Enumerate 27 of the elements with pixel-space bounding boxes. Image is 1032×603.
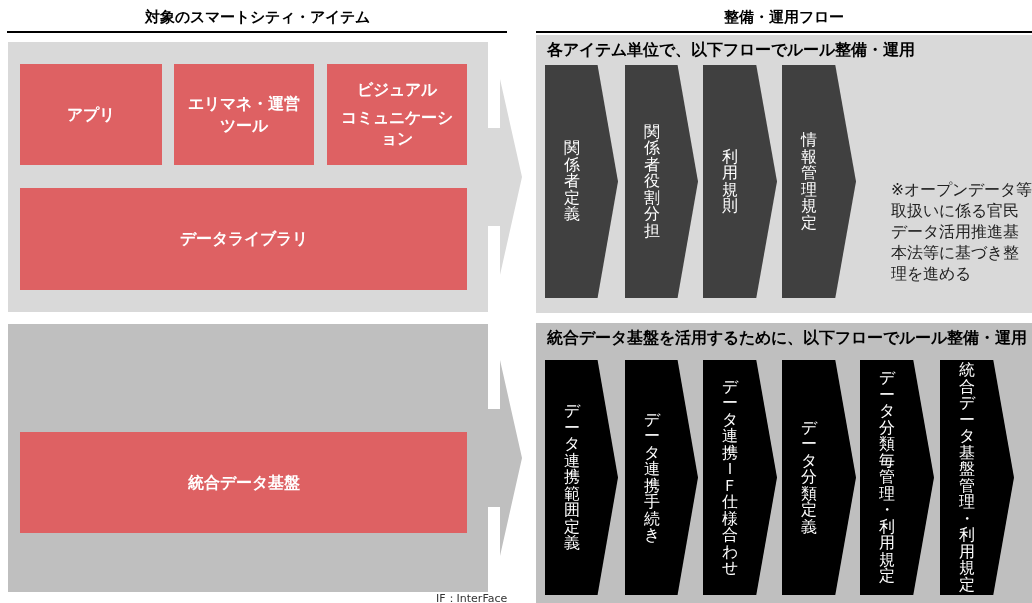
chevron-step: 利用規則	[703, 65, 777, 298]
chevron-step: データ連携ＩＦ仕様合わせ	[703, 360, 777, 595]
chevron-step: 統合データ基盤管理・利用規定	[940, 360, 1014, 595]
chevron-step: 関係者定義	[545, 65, 618, 298]
chevron-step: データ分類毎管理・利用規定	[860, 360, 934, 595]
footnote: IF：InterFace	[436, 591, 508, 603]
chevron-step: 情報管理規定	[782, 65, 856, 298]
panel-heading: 各アイテム単位で、以下フローでルール整備・運用	[547, 40, 915, 61]
panel	[8, 324, 488, 592]
section-heading: 対象のスマートシティ・アイテム	[143, 8, 371, 27]
panel	[8, 42, 488, 312]
panel	[536, 35, 1032, 313]
chevron-step: データ連携範囲定義	[545, 360, 618, 595]
chevron-step: 関係者役割分担	[625, 65, 698, 298]
item-box: 統合データ基盤	[20, 432, 467, 533]
item-box: アプリ	[20, 64, 162, 165]
item-box: ビジュアル コミュニケーション	[327, 64, 467, 165]
item-box: データライブラリ	[20, 188, 467, 290]
note-text: ※オープンデータ等取扱いに係る官民データ活用推進基本法等に基づき整理を進める	[891, 180, 1032, 285]
chevron-step: データ連携手続き	[625, 360, 698, 595]
section-heading: 整備・運用フロー	[723, 8, 845, 27]
block-arrow	[488, 79, 522, 275]
chevron-step: データ分類定義	[782, 360, 856, 595]
panel-heading: 統合データ基盤を活用するために、以下フローでルール整備・運用	[547, 328, 1027, 349]
block-arrow	[488, 360, 522, 556]
panel	[536, 323, 1032, 603]
item-box: エリマネ・運営ツール	[174, 64, 314, 165]
